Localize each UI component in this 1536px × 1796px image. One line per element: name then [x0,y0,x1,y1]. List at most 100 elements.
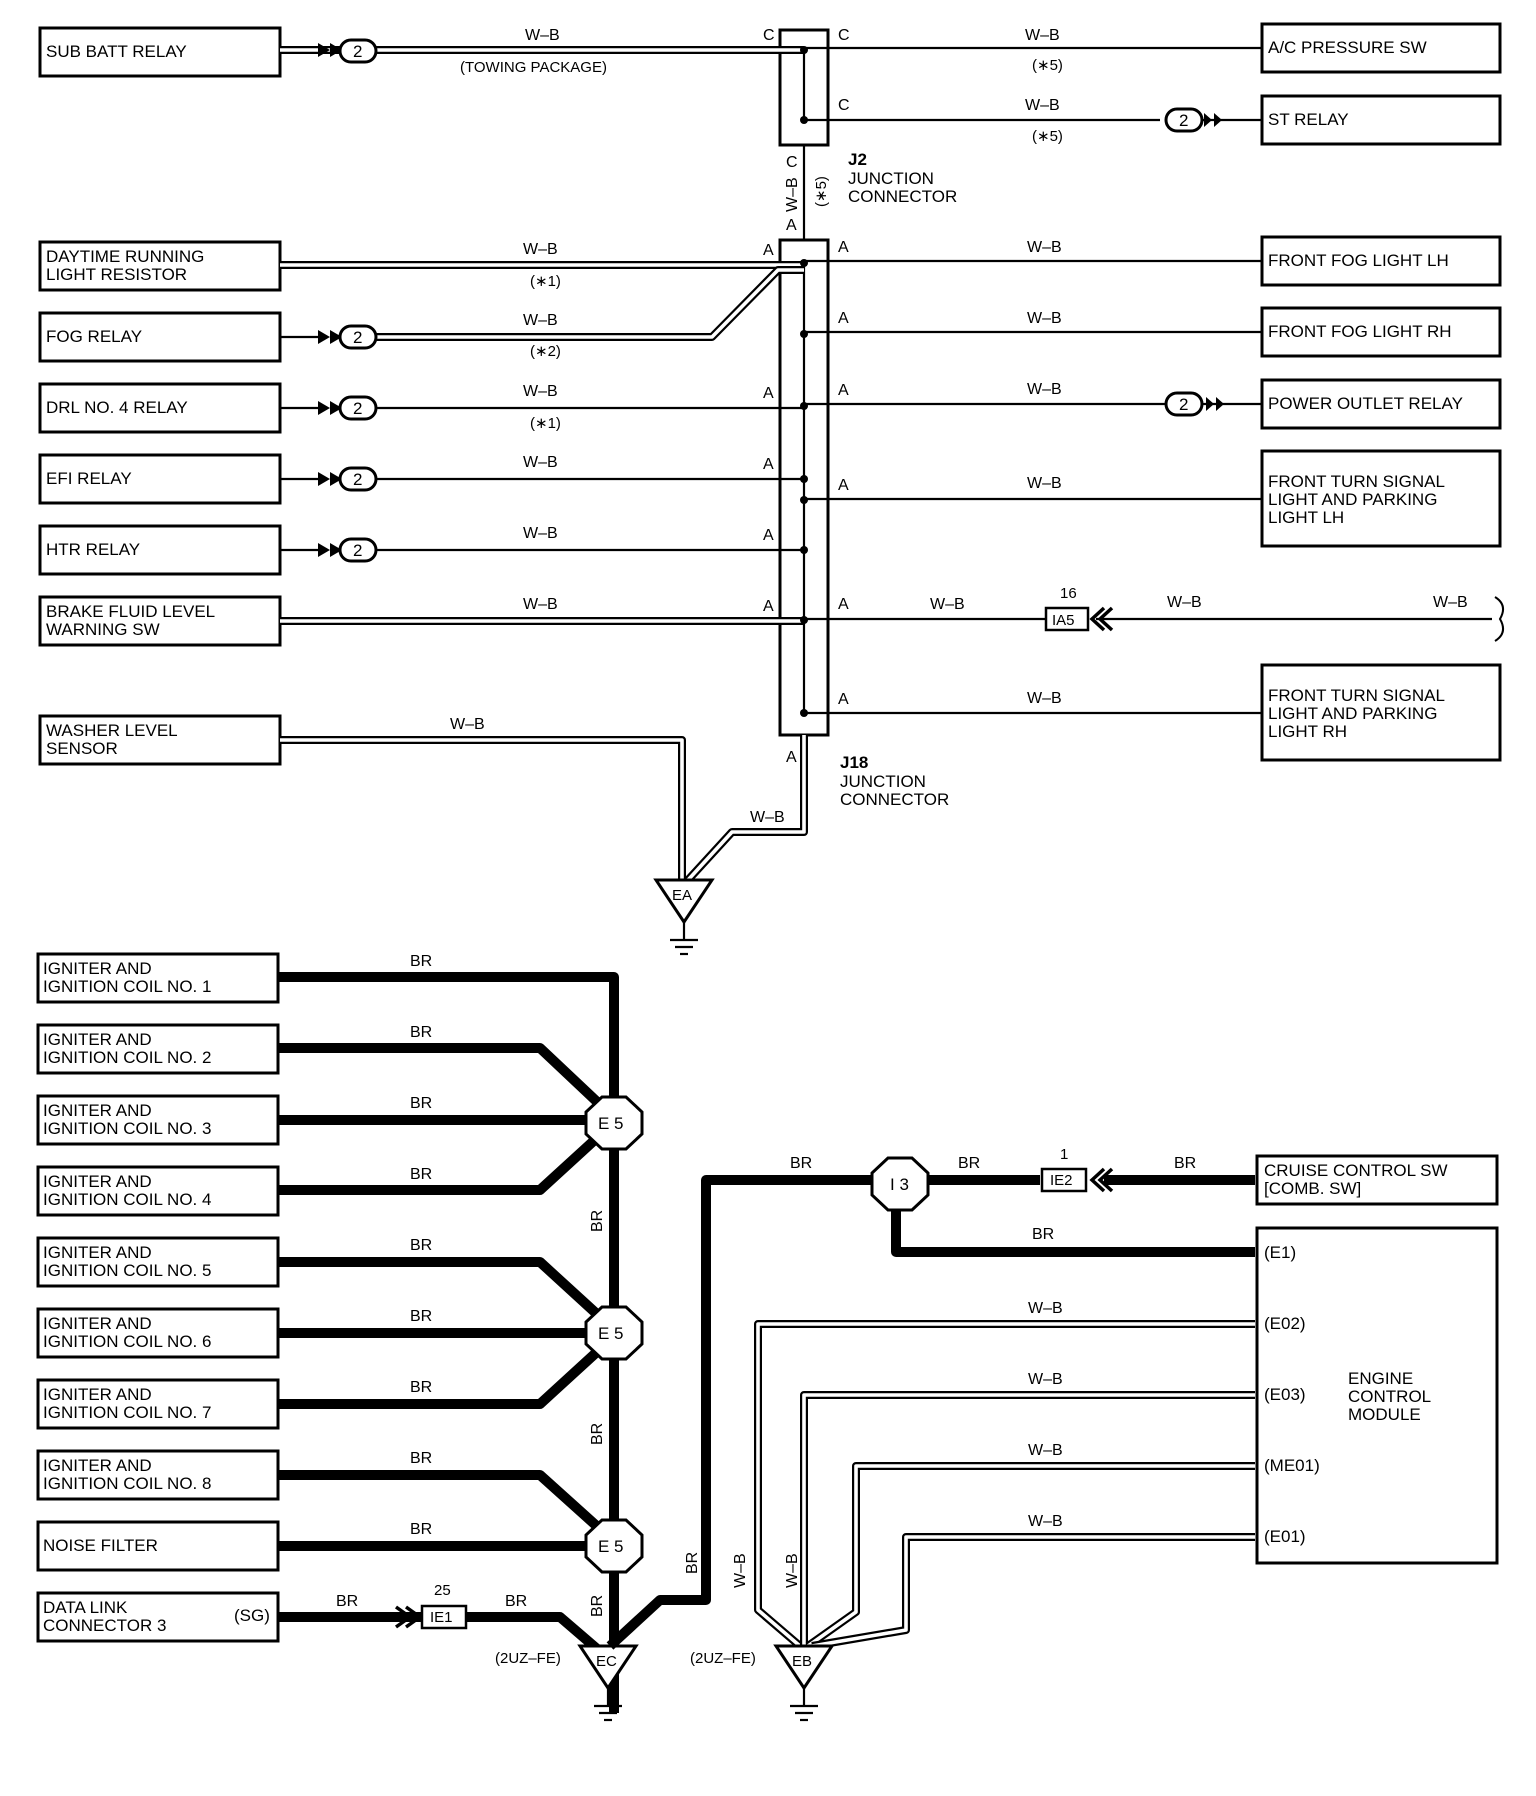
pin-c: C [838,97,850,114]
note-label: (∗1) [530,415,561,432]
wire-label: BR [410,1024,432,1041]
component-label: CONTROL [1348,1387,1431,1406]
wire-label: W–B [525,27,560,44]
igniter-coil-8-box: IGNITER AND IGNITION COIL NO. 8 [36,1449,280,1501]
note-label: (∗1) [530,273,561,290]
engine-note: (2UZ–FE) [690,1650,756,1667]
component-label: POWER OUTLET RELAY [1268,394,1463,413]
igniter-coil-5-box: IGNITER AND IGNITION COIL NO. 5 [36,1236,280,1288]
component-label: IGNITER AND [43,959,152,978]
component-label: DRL NO. 4 RELAY [46,398,188,417]
front-turn-signal-lh-box: FRONT TURN SIGNAL LIGHT AND PARKING LIGH… [1260,449,1502,548]
wire-label: W–B [1025,97,1060,114]
component-label: LIGHT RESISTOR [46,265,187,284]
drl-no4-relay-box: DRL NO. 4 RELAY [38,382,282,434]
front-fog-light-lh-box: FRONT FOG LIGHT LH [1260,235,1502,287]
ground-ea: EA [653,878,715,956]
pin-a: A [838,310,849,327]
igniter-coil-7-box: IGNITER AND IGNITION COIL NO. 7 [36,1378,280,1430]
splice-2-label: 2 [353,470,362,489]
component-label: DATA LINK [43,1598,128,1617]
wire-j18-to-ea [685,735,808,883]
component-label: IGNITION COIL NO. 4 [43,1190,211,1209]
component-label: FRONT FOG LIGHT LH [1268,251,1449,270]
igniter-coil-6-box: IGNITER AND IGNITION COIL NO. 6 [36,1307,280,1359]
component-label: EFI RELAY [46,469,132,488]
wire-label: BR [684,1552,701,1574]
ie1-pin-label: 25 [434,1582,451,1599]
component-label: WARNING SW [46,620,160,639]
ground-eb: EB [773,1644,835,1722]
front-turn-signal-rh-box: FRONT TURN SIGNAL LIGHT AND PARKING LIGH… [1260,663,1502,762]
component-label: IGNITION COIL NO. 8 [43,1474,211,1493]
wire-label: W–B [750,809,785,826]
splice-2-label: 2 [353,399,362,418]
wire-label: BR [1174,1155,1196,1172]
e5-splice-2: E 5 [584,1305,644,1361]
wire-sub-batt-relay: 2 [280,38,804,64]
component-label: IGNITER AND [43,1172,152,1191]
wire-label: W–B [523,454,558,471]
j2-id: J2 [848,150,867,169]
wire-label: W–B [1433,594,1468,611]
wire-label: W–B [523,525,558,542]
component-label: IGNITER AND [43,1101,152,1120]
data-link-connector-3-box: DATA LINK CONNECTOR 3 (SG) [36,1591,280,1643]
pin-c: C [763,27,775,44]
ie2-connector: IE2 [1040,1167,1114,1193]
wire-label: BR [589,1595,606,1617]
ie2-label: IE2 [1050,1172,1073,1189]
wire-washer-level-sensor [280,736,686,880]
ac-pressure-sw-box: A/C PRESSURE SW [1260,22,1502,74]
j2-name: CONNECTOR [848,187,957,206]
pin-a: A [786,217,797,234]
component-label: CONNECTOR 3 [43,1616,166,1635]
wire-label: W–B [1028,1371,1063,1388]
igniter-coil-3-box: IGNITER AND IGNITION COIL NO. 3 [36,1094,280,1146]
j18-name: JUNCTION [840,772,926,791]
power-outlet-relay-box: POWER OUTLET RELAY [1260,378,1502,430]
e5-label: E 5 [598,1324,624,1343]
wire-label: BR [410,1379,432,1396]
igniter-coil-2-box: IGNITER AND IGNITION COIL NO. 2 [36,1023,280,1075]
wire-power-outlet-relay: 2 [804,391,1262,417]
pin-a: A [786,749,797,766]
wire-label: BR [410,953,432,970]
component-label: LIGHT RH [1268,722,1347,741]
pin-a: A [763,456,774,473]
wire-label: W–B [732,1553,749,1588]
j18-name: CONNECTOR [840,790,949,809]
ecm-terminal-e01: (E01) [1264,1527,1306,1546]
pin-a: A [763,385,774,402]
noise-filter-box: NOISE FILTER [36,1520,280,1572]
wire-label: W–B [1167,594,1202,611]
wire-label: W–B [450,716,485,733]
wire-label: BR [410,1237,432,1254]
cruise-control-sw-box: CRUISE CONTROL SW [COMB. SW] [1255,1154,1499,1206]
wire-label: W–B [1027,690,1062,707]
pin-a: A [838,691,849,708]
wire-ia5-continuation: IA5 [804,596,1505,642]
component-label: CRUISE CONTROL SW [1264,1161,1448,1180]
e5-splice-1: E 5 [584,1095,644,1151]
wire-label: W–B [1028,1513,1063,1530]
component-label: IGNITER AND [43,1385,152,1404]
wire-label: W–B [1027,475,1062,492]
note-label: (∗5) [1032,128,1063,145]
component-label: LIGHT LH [1268,508,1344,527]
ie2-pin-label: 1 [1060,1146,1068,1163]
br-ec-to-i3 [606,1175,880,1650]
ie1-connector: IE1 [394,1604,468,1630]
j2-name: JUNCTION [848,169,934,188]
note-label: (∗5) [813,176,830,207]
wire-label: BR [958,1155,980,1172]
engine-note: (2UZ–FE) [495,1650,561,1667]
component-label: DAYTIME RUNNING [46,247,204,266]
ia5-pin-label: 16 [1060,585,1077,602]
component-label: IGNITER AND [43,1456,152,1475]
component-label: MODULE [1348,1405,1421,1424]
engine-control-module-box: (E1) (E02) (E03) (ME01) (E01) ENGINE CON… [1255,1226,1499,1565]
ecm-terminal-me01: (ME01) [1264,1456,1320,1475]
component-label: IGNITION COIL NO. 3 [43,1119,211,1138]
wire-label: BR [410,1095,432,1112]
